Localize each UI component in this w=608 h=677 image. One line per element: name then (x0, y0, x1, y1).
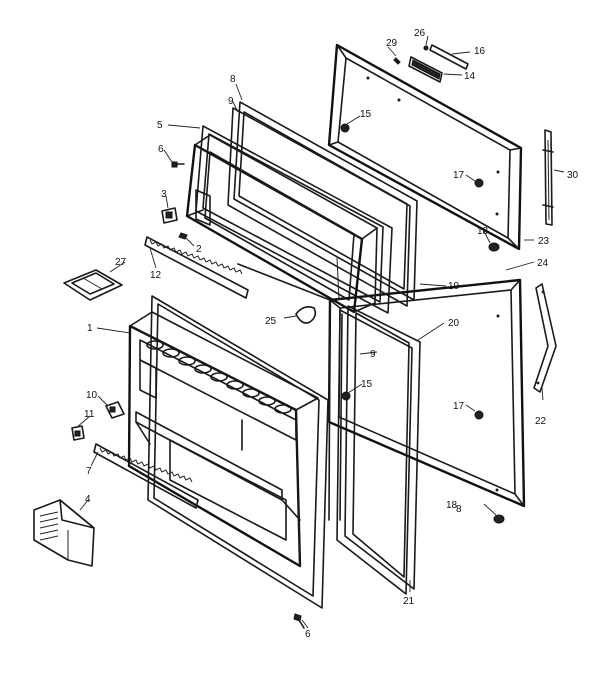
callout-22: 22 (535, 416, 547, 427)
screw-8-lower (293, 613, 305, 629)
callout-27: 27 (115, 257, 127, 268)
callout-15a: 15 (360, 109, 372, 120)
callout-17a: 17 (453, 170, 465, 181)
plug-button-25 (295, 306, 317, 324)
callout-29: 29 (386, 38, 398, 49)
freezer-door-liner-frame (195, 125, 393, 314)
handle-14 (408, 56, 443, 83)
screw-29 (393, 57, 401, 65)
hinge-part-10 (105, 401, 125, 419)
callout-19: 19 (448, 281, 460, 292)
callout-7: 7 (86, 466, 92, 477)
egg-rack (146, 340, 292, 414)
plug-17-lower (474, 410, 484, 420)
callout-9a: 9 (228, 96, 234, 107)
plug-15-upper (340, 123, 350, 133)
callout-21: 21 (403, 596, 415, 607)
dairy-door-4 (33, 499, 95, 567)
handle-trim-16 (429, 44, 469, 70)
plug-17-upper (474, 178, 484, 188)
callout-25: 25 (265, 316, 277, 327)
callout-4: 4 (85, 494, 91, 505)
callout-18b: 18 (446, 500, 458, 511)
callout-17b: 17 (453, 401, 465, 412)
freezer-gasket (227, 101, 418, 307)
callout-8b: 8 (456, 504, 462, 515)
clip-11 (71, 425, 85, 441)
hinge-22 (533, 283, 557, 393)
screw-2 (178, 232, 188, 240)
shelf-rail-12 (144, 236, 249, 299)
freezer-door-outer-panel (327, 43, 523, 251)
hinge-bracket-30 (542, 129, 554, 226)
callout-26: 26 (414, 28, 426, 39)
plug-18-lower (493, 514, 505, 524)
callout-8a: 8 (230, 74, 236, 85)
screw-26 (423, 45, 429, 51)
callout-24: 24 (537, 258, 549, 269)
callout-5: 5 (157, 120, 163, 131)
callout-labels: 1 2 3 4 5 6 6 7 8 8 9 9 10 11 12 14 15 1… (84, 28, 579, 640)
callout-2: 2 (196, 244, 202, 255)
fresh-food-door-liner (127, 295, 329, 609)
fresh-food-gasket (336, 305, 421, 595)
callout-10: 10 (86, 390, 98, 401)
door-liner-trim-lines (237, 263, 343, 521)
callout-23: 23 (538, 236, 550, 247)
callout-3: 3 (161, 189, 167, 200)
callout-14: 14 (464, 71, 476, 82)
callout-9b: 9 (370, 349, 376, 360)
shelf-rail-7 (93, 443, 199, 509)
callout-6a: 6 (158, 144, 164, 155)
callout-15b: 15 (361, 379, 373, 390)
bracket-3 (161, 207, 178, 224)
screw-6-upper (171, 161, 185, 168)
callout-1: 1 (87, 323, 93, 334)
dairy-cover-27 (63, 269, 123, 301)
leader-lines (75, 35, 565, 629)
callout-30: 30 (567, 170, 579, 181)
callout-6b: 6 (305, 629, 311, 640)
callout-18a: 18 (477, 226, 489, 237)
callout-12: 12 (150, 270, 162, 281)
callout-20: 20 (448, 318, 460, 329)
plug-18-upper (488, 242, 500, 252)
callout-11: 11 (84, 409, 95, 420)
callout-16: 16 (474, 46, 486, 57)
